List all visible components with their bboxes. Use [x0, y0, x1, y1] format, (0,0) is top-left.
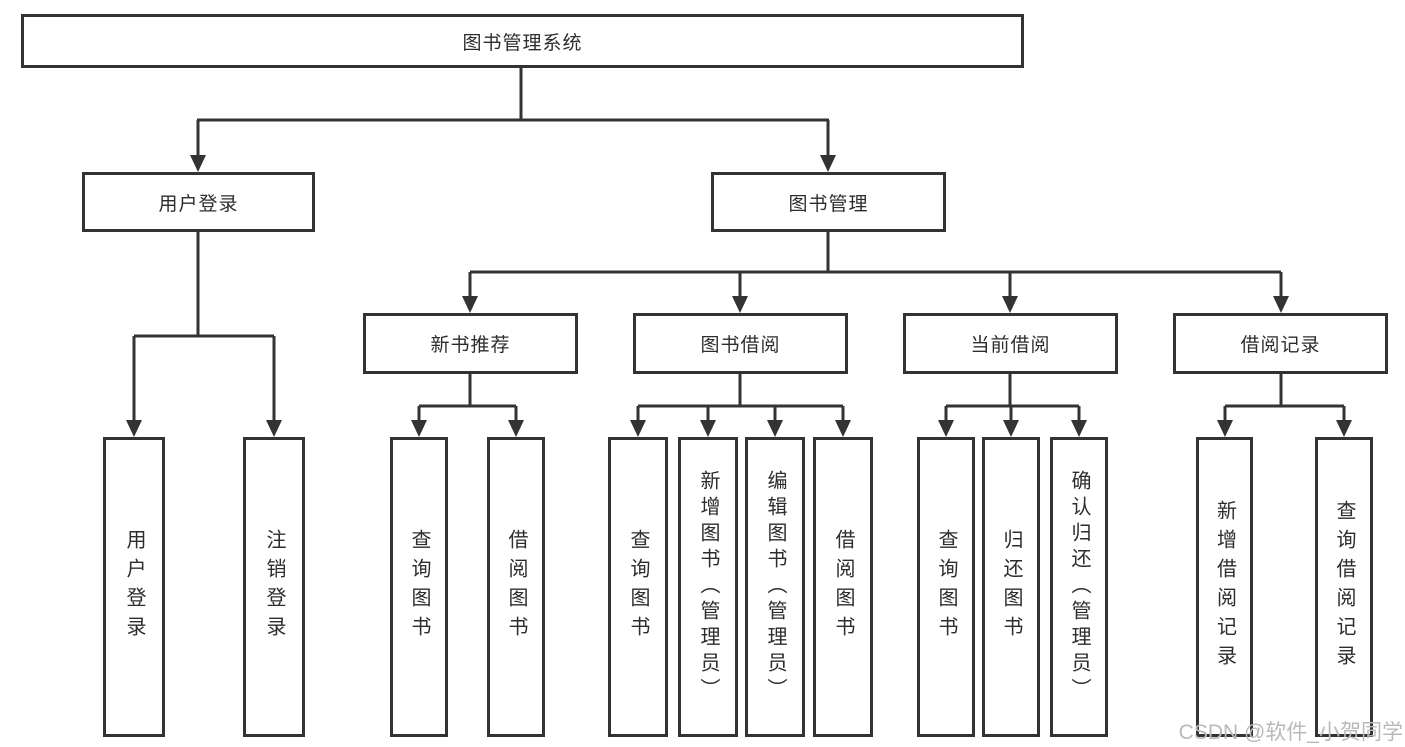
node-current-borrowing-label: 当前借阅 — [970, 335, 1051, 356]
node-borrowing-records-label: 借阅记录 — [1240, 335, 1321, 356]
node-root-label: 图书管理系统 — [462, 32, 583, 54]
node-borrowing-records: 借阅记录 — [1173, 313, 1388, 374]
node-book-management-label: 图书管理 — [788, 193, 869, 215]
leaf-borrowing-edit-admin-label: 编辑图书（管理员） — [764, 470, 786, 704]
node-new-book-recommend: 新书推荐 — [363, 313, 578, 374]
leaf-newbooks-query: 查询图书 — [390, 437, 448, 737]
leaf-records-add-label: 新增借阅记录 — [1213, 500, 1236, 674]
leaf-logout: 注销登录 — [243, 437, 305, 737]
node-user-login: 用户登录 — [82, 172, 315, 232]
leaf-borrowing-edit-admin: 编辑图书（管理员） — [745, 437, 805, 737]
csdn-watermark: CSDN @软件_小贺同学 — [1178, 721, 1403, 744]
node-book-management: 图书管理 — [711, 172, 946, 232]
leaf-records-query-label: 查询借阅记录 — [1333, 500, 1355, 674]
leaf-user-login-label: 用户登录 — [123, 529, 145, 645]
leaf-current-query: 查询图书 — [917, 437, 975, 737]
leaf-borrowing-query-label: 查询图书 — [627, 529, 649, 645]
leaf-current-confirm-return-admin-label: 确认归还（管理员） — [1068, 470, 1090, 704]
leaf-records-query: 查询借阅记录 — [1315, 437, 1373, 737]
leaf-records-add: 新增借阅记录 — [1196, 437, 1253, 737]
leaf-newbooks-query-label: 查询图书 — [408, 529, 430, 645]
node-book-borrowing-label: 图书借阅 — [700, 335, 781, 356]
node-book-borrowing: 图书借阅 — [633, 313, 848, 374]
leaf-borrowing-borrow-label: 借阅图书 — [832, 529, 854, 645]
leaf-newbooks-borrow-label: 借阅图书 — [505, 529, 527, 645]
leaf-current-confirm-return-admin: 确认归还（管理员） — [1050, 437, 1108, 737]
leaf-borrowing-add-admin-label: 新增图书（管理员） — [697, 470, 719, 704]
leaf-current-query-label: 查询图书 — [935, 529, 957, 645]
leaf-current-return-label: 归还图书 — [1000, 529, 1022, 645]
leaf-borrowing-borrow: 借阅图书 — [813, 437, 873, 737]
leaf-logout-label: 注销登录 — [263, 529, 285, 645]
leaf-current-return: 归还图书 — [982, 437, 1040, 737]
leaf-borrowing-query: 查询图书 — [608, 437, 668, 737]
leaf-user-login: 用户登录 — [103, 437, 165, 737]
leaf-borrowing-add-admin: 新增图书（管理员） — [678, 437, 738, 737]
node-user-login-label: 用户登录 — [158, 193, 239, 215]
node-current-borrowing: 当前借阅 — [903, 313, 1118, 374]
leaf-newbooks-borrow: 借阅图书 — [487, 437, 545, 737]
node-root-system: 图书管理系统 — [21, 14, 1024, 68]
node-new-book-recommend-label: 新书推荐 — [430, 335, 511, 356]
